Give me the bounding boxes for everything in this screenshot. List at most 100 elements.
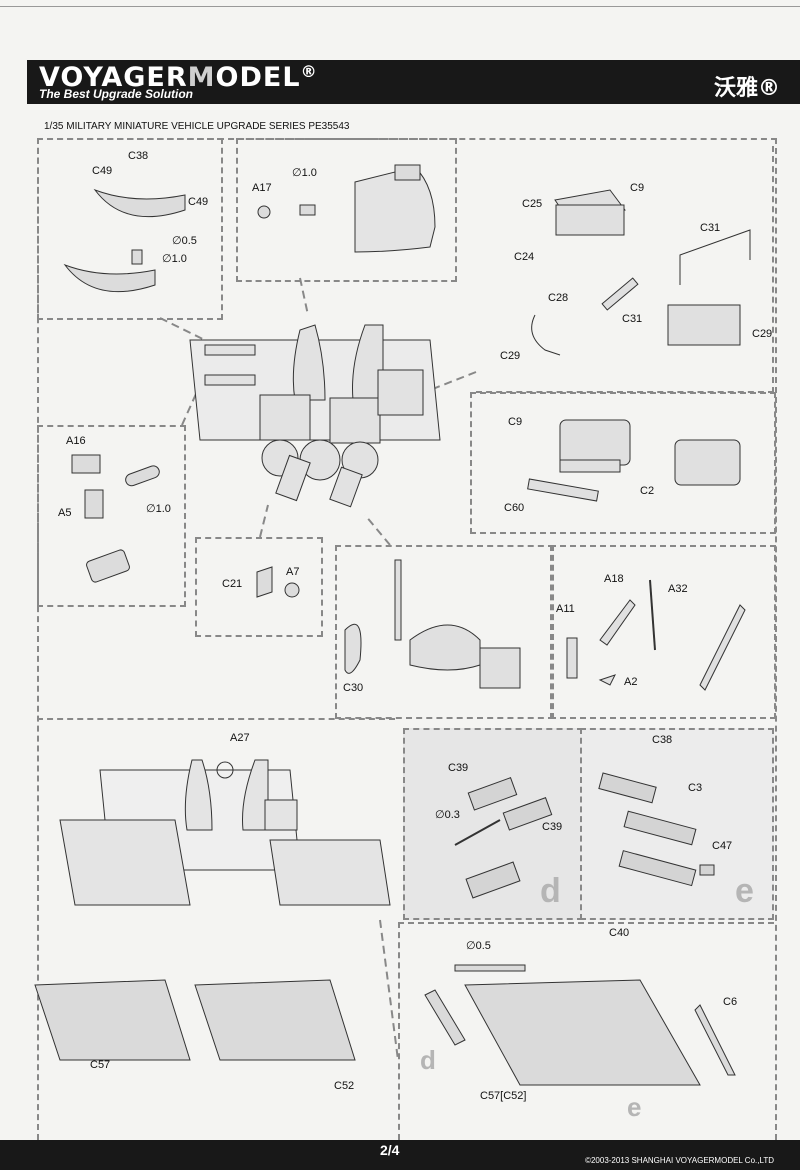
- brand-header: VOYAGERMODEL® The Best Upgrade Solution …: [27, 60, 800, 104]
- plate-a5: [84, 489, 104, 519]
- label-c6: C6: [723, 996, 738, 1008]
- callout-line: [379, 919, 399, 1061]
- label-dia-10: ∅1.0: [162, 253, 187, 265]
- label-c29-left: C29: [500, 350, 521, 362]
- page-footer: 2/4 ©2003-2013 SHANGHAI VOYAGERMODEL Co.…: [0, 1140, 800, 1170]
- step-box-a27: [37, 718, 395, 922]
- label-c3: C3: [688, 782, 703, 794]
- part-a7: [284, 582, 300, 598]
- box-lower: [264, 799, 298, 831]
- label-c2: C2: [640, 485, 655, 497]
- wire-d03: [454, 819, 501, 846]
- label-c29-right: C29: [752, 328, 773, 340]
- label-c38-b: C38: [652, 734, 673, 746]
- exhaust-pipe-left: [292, 324, 326, 401]
- grille-final: [464, 979, 701, 1086]
- muffler-housing: [354, 166, 436, 253]
- c30-base: [409, 624, 481, 671]
- label-a18: A18: [604, 573, 624, 585]
- part-c47: [699, 864, 715, 876]
- label-a5: A5: [58, 507, 72, 519]
- step-box-c30: [335, 545, 554, 719]
- label-a7: A7: [286, 566, 300, 578]
- hinge-c39: [467, 777, 518, 811]
- step-box-c21: [195, 537, 323, 637]
- part-c21: [256, 566, 273, 598]
- wire-d05: [454, 964, 526, 972]
- label-c40: C40: [609, 927, 630, 939]
- part-c38-base: [598, 772, 657, 804]
- callout-line: [159, 317, 216, 346]
- step-letter-e: e: [735, 872, 754, 910]
- series-title: 1/35 MILITARY MINIATURE VEHICLE UPGRADE …: [44, 121, 350, 132]
- part-e-assembled: [618, 850, 697, 887]
- callout-line: [364, 514, 391, 546]
- part-a18: [599, 599, 636, 646]
- grille-left: [59, 819, 191, 906]
- label-a27: A27: [230, 732, 250, 744]
- box-c9-finished: [674, 439, 741, 486]
- copyright: ©2003-2013 SHANGHAI VOYAGERMODEL Co.,LTD: [585, 1156, 774, 1165]
- part-c3-base: [623, 810, 697, 846]
- part-c6: [694, 1004, 736, 1076]
- pin: [131, 249, 143, 265]
- brand-logo: VOYAGERMODEL®: [39, 62, 318, 93]
- label-c49-left: C49: [92, 165, 113, 177]
- label-c30: C30: [343, 682, 364, 694]
- label-c25: C25: [522, 198, 543, 210]
- callout-line: [299, 277, 309, 316]
- strap-c29: [531, 314, 561, 356]
- label-c52: C52: [334, 1080, 355, 1092]
- label-c47: C47: [712, 840, 733, 852]
- label-c31-top: C31: [700, 222, 721, 234]
- label-c49-right: C49: [188, 196, 209, 208]
- callout-line: [181, 384, 201, 426]
- hinge-strip: [204, 374, 256, 386]
- label-c57: C57: [90, 1059, 111, 1071]
- label-dia-03: ∅0.3: [435, 809, 460, 821]
- label-c39-top: C39: [448, 762, 469, 774]
- label-c31: C31: [622, 313, 643, 325]
- page-number: 2/4: [380, 1142, 400, 1158]
- plate-c60: [527, 478, 599, 502]
- brand-chinese-name: 沃雅®: [713, 76, 780, 101]
- muffler-right: [329, 397, 381, 444]
- box-body: [555, 204, 625, 236]
- step-box-final: [398, 922, 774, 1140]
- exhaust-lower-left: [184, 759, 213, 831]
- label-a11: A11: [556, 603, 575, 615]
- step-box-a16: [37, 425, 186, 607]
- step-letter-d: d: [540, 872, 561, 910]
- label-dia-05: ∅0.5: [172, 235, 197, 247]
- box-c9: [559, 419, 631, 466]
- strap-c31: [679, 229, 751, 285]
- rod-a16: [125, 465, 160, 487]
- hinge-d-final: [424, 989, 466, 1046]
- step-letter-d-final: d: [420, 1045, 436, 1075]
- hinge-c39: [502, 797, 553, 831]
- a18-assembled: [699, 604, 746, 691]
- grille-c57: [34, 979, 191, 1061]
- label-a32: A32: [668, 583, 688, 595]
- label-a2: A2: [624, 676, 638, 688]
- label-a16: A16: [66, 435, 86, 447]
- brand-tagline: The Best Upgrade Solution: [39, 87, 194, 101]
- ring-a27: [216, 761, 234, 779]
- muffler-left: [259, 394, 311, 441]
- label-c60: C60: [504, 502, 525, 514]
- hinge-strip: [204, 344, 256, 356]
- hinge-assembled: [465, 861, 521, 899]
- c30-box: [479, 647, 521, 689]
- label-c39-bottom: C39: [542, 821, 563, 833]
- step-box-c49: [37, 138, 223, 320]
- top-rule: [0, 6, 800, 7]
- label-c28: C28: [548, 292, 569, 304]
- label-c9-b: C9: [508, 416, 523, 428]
- step-letter-e-final: e: [627, 1092, 642, 1122]
- callout-line: [259, 504, 269, 538]
- step-box-c9-c2: [470, 392, 776, 534]
- step-box-a18: [550, 545, 776, 719]
- bracket-a16: [71, 454, 101, 474]
- assembled-a16: [86, 549, 130, 583]
